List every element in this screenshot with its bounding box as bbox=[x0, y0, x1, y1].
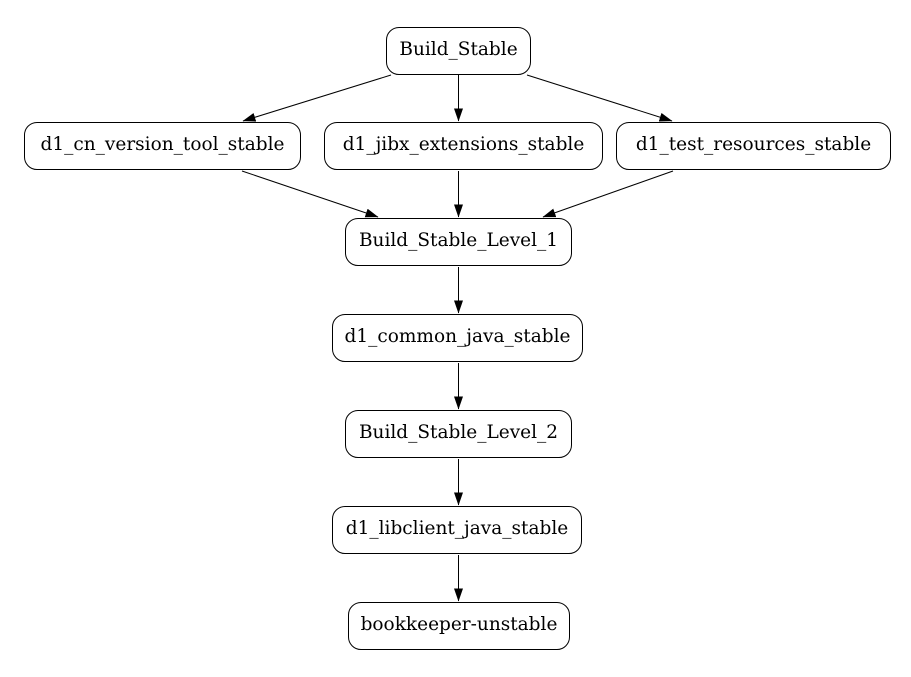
node-label-d1-test-resources-stable: d1_test_resources_stable bbox=[635, 133, 872, 155]
node-label-build-stable-level-2: Build_Stable_Level_2 bbox=[358, 421, 559, 443]
edge-d1-test-resources-stable-to-build-stable-level-1 bbox=[542, 170, 674, 218]
node-label-d1-common-java-stable: d1_common_java_stable bbox=[344, 325, 571, 347]
node-label-build-stable-level-1: Build_Stable_Level_1 bbox=[358, 229, 559, 251]
node-d1-libclient-java-stable: d1_libclient_java_stable bbox=[332, 506, 582, 554]
edge-build-stable-to-d1-test-resources-stable bbox=[526, 74, 673, 122]
node-d1-jibx-extensions-stable: d1_jibx_extensions_stable bbox=[324, 122, 603, 170]
edge-build-stable-to-d1-cn-version-tool-stable bbox=[242, 74, 392, 122]
node-build-stable: Build_Stable bbox=[386, 27, 531, 75]
node-d1-common-java-stable: d1_common_java_stable bbox=[332, 314, 583, 362]
node-bookkeeper-unstable: bookkeeper-unstable bbox=[348, 602, 570, 650]
node-label-d1-jibx-extensions-stable: d1_jibx_extensions_stable bbox=[342, 133, 585, 155]
node-label-build-stable: Build_Stable bbox=[399, 38, 518, 60]
node-build-stable-level-1: Build_Stable_Level_1 bbox=[345, 218, 572, 266]
node-d1-cn-version-tool-stable: d1_cn_version_tool_stable bbox=[24, 122, 301, 170]
node-build-stable-level-2: Build_Stable_Level_2 bbox=[345, 410, 572, 458]
node-label-bookkeeper-unstable: bookkeeper-unstable bbox=[360, 613, 558, 635]
node-label-d1-cn-version-tool-stable: d1_cn_version_tool_stable bbox=[40, 133, 285, 155]
edge-d1-cn-version-tool-stable-to-build-stable-level-1 bbox=[241, 170, 379, 218]
node-label-d1-libclient-java-stable: d1_libclient_java_stable bbox=[345, 517, 569, 539]
node-d1-test-resources-stable: d1_test_resources_stable bbox=[616, 122, 891, 170]
